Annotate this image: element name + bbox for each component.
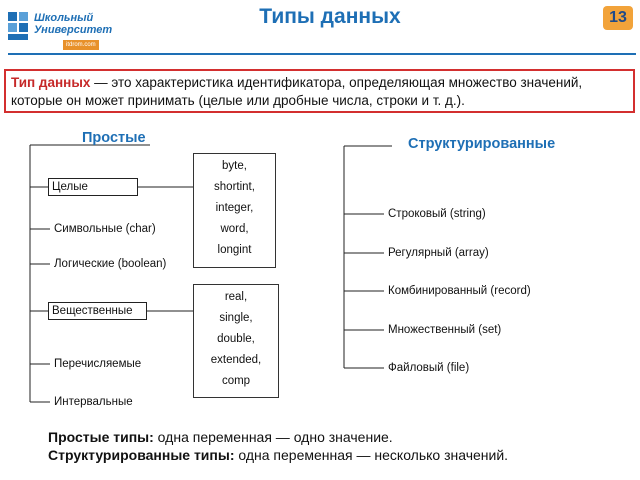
real-type-item: real, [224, 291, 248, 303]
definition-term: Тип данных [11, 75, 91, 90]
page-number: 13 [603, 6, 633, 30]
summary-structured: Структурированные типы: одна переменная … [48, 446, 508, 464]
real-type-item: single, [219, 312, 253, 324]
simple-item-char: Символьные (char) [54, 223, 156, 235]
structured-title: Структурированные [408, 136, 556, 152]
summary-simple-text: одна переменная — одно значение. [153, 429, 393, 445]
integer-types-box: byte, shortint, integer, word, longint [193, 153, 276, 268]
structured-item-string: Строковый (string) [388, 208, 486, 220]
simple-item-integer: Целые [48, 178, 138, 196]
structured-item-array: Регулярный (array) [388, 247, 489, 259]
structured-item-record: Комбинированный (record) [388, 285, 531, 297]
simple-item-interval: Интервальные [54, 396, 133, 408]
simple-title: Простые [82, 130, 146, 146]
integer-type-item: shortint, [214, 181, 255, 193]
integer-type-item: longint [217, 244, 252, 256]
summary-simple: Простые типы: одна переменная — одно зна… [48, 428, 393, 446]
simple-item-boolean: Логические (boolean) [54, 258, 167, 270]
real-type-item: extended, [210, 354, 262, 366]
definition-text: — это характеристика идентификатора, опр… [11, 75, 583, 108]
definition-box: Тип данных — это характеристика идентифи… [4, 69, 635, 113]
summary-structured-label: Структурированные типы: [48, 447, 235, 463]
summary-simple-label: Простые типы: [48, 429, 154, 445]
simple-item-enum: Перечисляемые [54, 358, 142, 370]
integer-type-item: integer, [215, 202, 254, 214]
logo-icon [8, 12, 28, 40]
logo-site: itdrom.com [63, 40, 99, 50]
header-divider [8, 53, 636, 55]
structured-item-file: Файловый (file) [388, 362, 470, 374]
integer-type-item: word, [220, 223, 249, 235]
structured-item-set: Множественный (set) [388, 324, 502, 336]
real-type-item: comp [221, 375, 251, 387]
integer-type-item: byte, [222, 160, 247, 172]
real-type-item: double, [217, 333, 255, 345]
simple-item-real: Вещественные [48, 302, 147, 320]
logo-text-line1: Школьный [34, 12, 94, 24]
real-types-box: real, single, double, extended, comp [193, 284, 279, 398]
logo: Школьный Университет itdrom.com [6, 4, 112, 50]
page-title: Типы данных [259, 5, 401, 28]
logo-text-line2: Университет [34, 24, 113, 36]
summary-structured-text: одна переменная — несколько значений. [234, 447, 509, 463]
